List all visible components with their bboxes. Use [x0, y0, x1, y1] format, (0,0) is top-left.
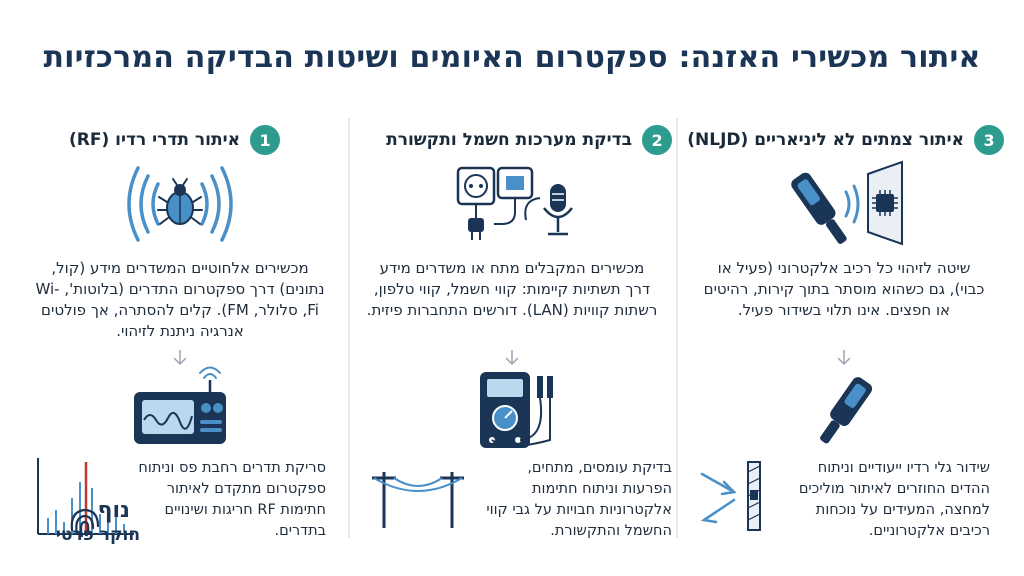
nljd-wand-icon — [791, 172, 847, 244]
column-divider — [676, 118, 678, 538]
wall-echo-icon — [700, 461, 761, 531]
arrow-down-icon — [837, 350, 851, 366]
bug-signal-icon — [127, 166, 233, 242]
power-socket-icon — [456, 166, 496, 206]
column-header: 2 בדיקת מערכות חשמל ותקשורת — [352, 120, 672, 160]
column-title: איתור תדרי רדיו (RF) — [69, 130, 240, 150]
fingerprint-icon — [70, 508, 100, 538]
step-badge: 2 — [642, 125, 672, 155]
arrow-down-icon — [173, 350, 187, 366]
column-description: שיטה לזיהוי כל רכיב אלקטרוני (פעיל או כב… — [703, 259, 985, 319]
logo-tagline: חוקר פרטי — [55, 525, 140, 545]
column-title: איתור צמתים לא ליניאריים (NLJD) — [687, 130, 964, 150]
logo-wordmark: נוף — [97, 498, 130, 523]
plug-icon — [468, 218, 484, 240]
column-description: מכשירים אלחוטיים המשדרים מידע (קול, נתונ… — [35, 259, 325, 340]
column-method: סריקת תדרים רחבת פס וניתוח ספקטרום מתקדם… — [138, 460, 326, 539]
multimeter-icon — [480, 372, 553, 448]
nljd-scan-icon — [791, 160, 903, 246]
column-description: מכשירים המקבלים מתח או משדרים מידע דרך ת… — [366, 259, 658, 319]
step-badge: 3 — [974, 125, 1004, 155]
column-divider — [348, 118, 350, 538]
arrow-down-icon — [505, 350, 519, 366]
socket-mic-icon — [456, 166, 573, 240]
column-title: בדיקת מערכות חשמל ותקשורת — [386, 130, 632, 150]
bug-icon — [157, 178, 203, 225]
spectrum-analyzer-icon — [134, 366, 226, 444]
column-power: 2 בדיקת מערכות חשמל ותקשורת מכשי — [352, 112, 672, 542]
microphone-icon — [543, 184, 573, 236]
column-rf-body: 1 איתור תדרי רדיו (RF) מכשירים אלחוטיים … — [20, 112, 340, 542]
column-header: 1 איתור תדרי רדיו (RF) — [20, 120, 340, 160]
page-title: איתור מכשירי האזנה: ספקטרום האיומים ושיט… — [43, 40, 981, 75]
column-nljd: 3 איתור צמתים לא ליניאריים (NLJD) שיטה ל… — [684, 112, 1004, 542]
column-method: שידור גלי רדיו ייעודיים וניתוח ההדים החו… — [798, 460, 990, 539]
nljd-wand-icon — [820, 377, 873, 444]
chip-icon — [872, 190, 898, 216]
column-method: בדיקת עומסים, מתחים, הפרעות וניתוח חתימו… — [486, 460, 672, 539]
step-badge: 1 — [250, 125, 280, 155]
column-header: 3 איתור צמתים לא ליניאריים (NLJD) — [684, 120, 1004, 160]
network-port-icon — [496, 166, 534, 200]
power-lines-icon — [372, 472, 464, 528]
brand-logo: נוף חוקר פרטי — [24, 498, 144, 550]
